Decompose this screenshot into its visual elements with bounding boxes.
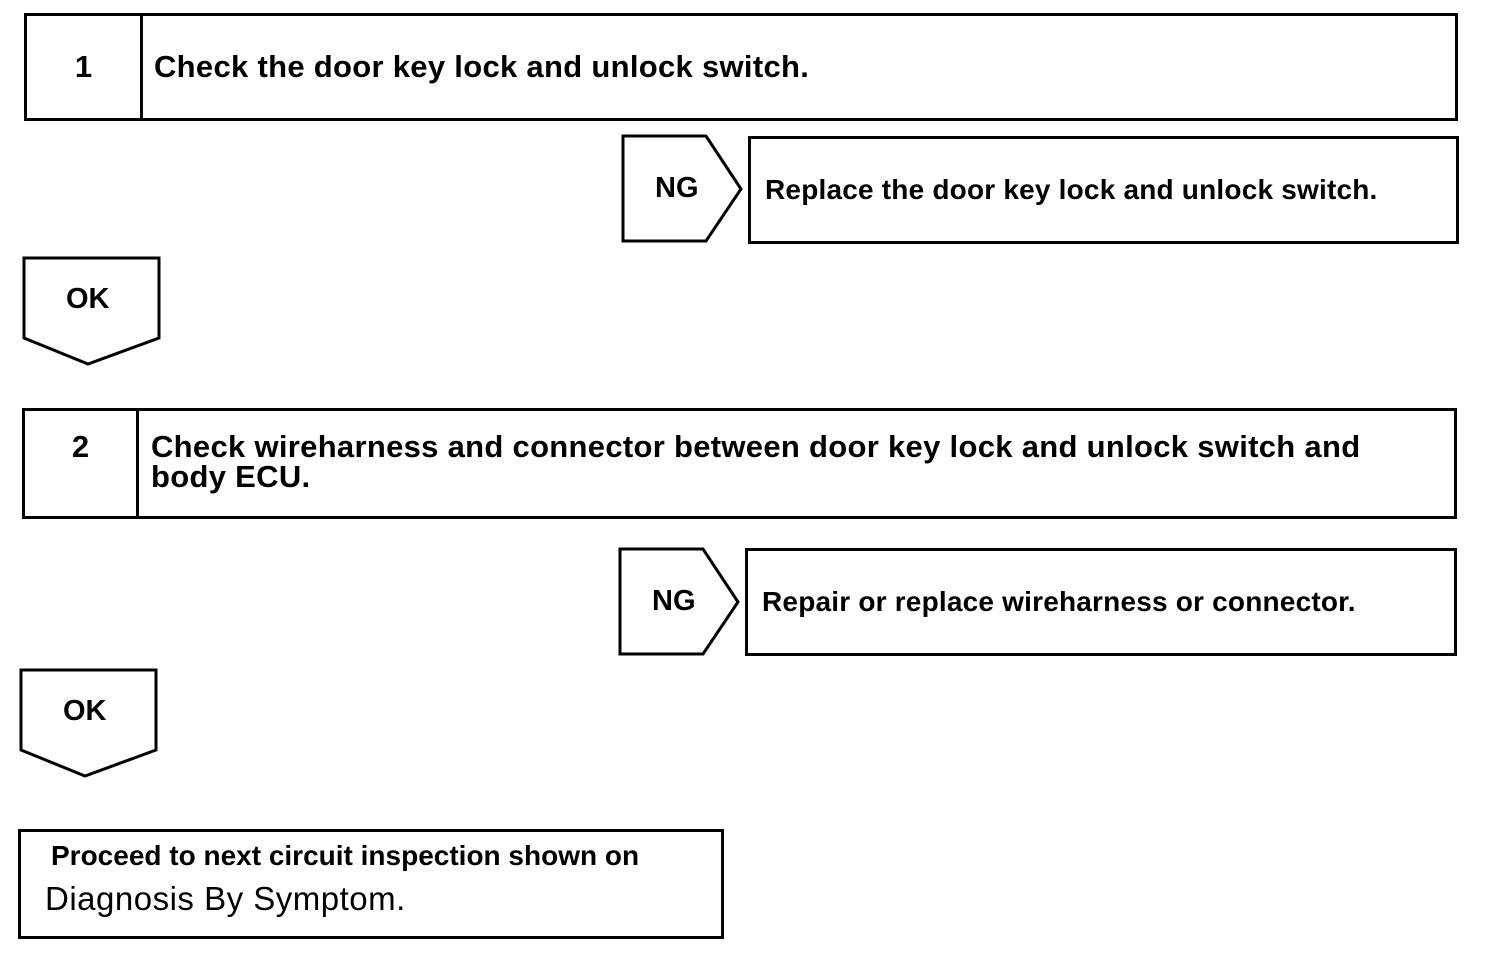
- step-1-ok-arrow-shape: [22, 256, 161, 366]
- step-2-number: 2: [25, 411, 139, 516]
- final-instruction-box: Proceed to next circuit inspection shown…: [18, 829, 724, 939]
- step-2-text-line2: body ECU.: [151, 459, 311, 494]
- step-1-ng-action-box: Replace the door key lock and unlock swi…: [748, 136, 1459, 244]
- step-1-ok-label: OK: [66, 283, 110, 315]
- step-1-ng-arrow-shape: [621, 134, 743, 243]
- step-2-ok-arrow-shape: [19, 668, 158, 778]
- diagnosis-by-symptom-reference[interactable]: Diagnosis By Symptom.: [45, 880, 406, 917]
- step-2-ok-label: OK: [63, 695, 107, 727]
- step-2-ng-action-box: Repair or replace wireharness or connect…: [745, 548, 1457, 656]
- step-1-text: Check the door key lock and unlock switc…: [154, 49, 810, 84]
- step-2-ng-action-text: Repair or replace wireharness or connect…: [762, 586, 1356, 617]
- step-1-ng-label: NG: [655, 172, 699, 204]
- final-instruction-line1: Proceed to next circuit inspection shown…: [51, 840, 640, 871]
- step-1-ng-action-text: Replace the door key lock and unlock swi…: [765, 174, 1378, 205]
- step-2-ng-label: NG: [652, 585, 696, 617]
- step-2-ng-arrow-shape: [618, 547, 740, 656]
- step-1-box: 1 Check the door key lock and unlock swi…: [24, 13, 1458, 121]
- step-1-number: 1: [27, 16, 143, 118]
- step-2-text-line1: Check wireharness and connector between …: [151, 429, 1361, 464]
- step-2-text: Check wireharness and connector between …: [139, 411, 1454, 516]
- step-2-box: 2 Check wireharness and connector betwee…: [22, 408, 1457, 519]
